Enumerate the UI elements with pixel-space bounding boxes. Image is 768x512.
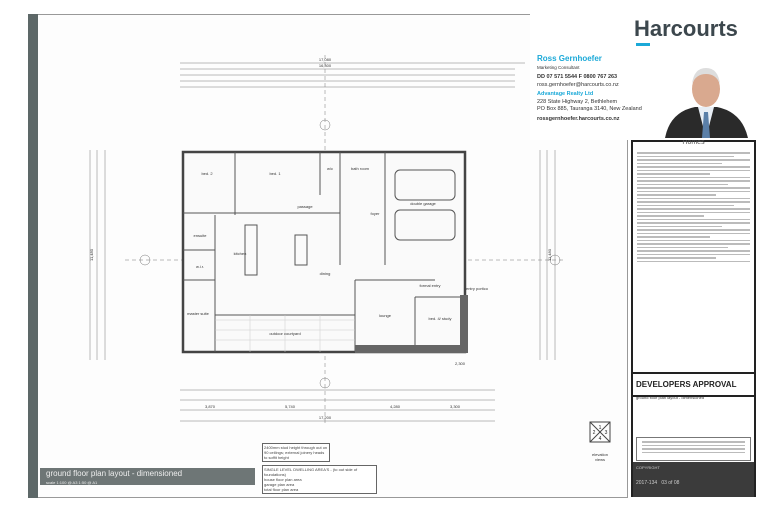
agent-website[interactable]: rossgernhoefer.harcourts.co.nz <box>537 116 620 122</box>
dim-bottom-seg: 4,280 <box>390 404 401 409</box>
room-label: lounge <box>379 313 392 318</box>
room-label: w/c <box>327 166 333 171</box>
copyright-block: COPYRIGHT 2017-134 03 of 08 <box>633 462 754 497</box>
dim-top-inner: 16,300 <box>319 63 332 68</box>
drawing-title: ground floor plan layout - dimensioned <box>46 469 183 478</box>
room-label: double garage <box>410 201 436 206</box>
address-line-1: 228 State Highway 2, Bethlehem <box>537 99 618 105</box>
room-label: outdoor courtyard <box>269 331 300 336</box>
room-label: passage <box>297 204 313 209</box>
dim-side-right: 11,480 <box>547 248 552 261</box>
dim-top-overall: 17,080 <box>319 57 332 62</box>
sheet-contents: ground floor plan layout - dimensioned <box>636 395 705 400</box>
svg-text:2: 2 <box>593 430 596 436</box>
svg-text:1: 1 <box>599 425 602 431</box>
dim-side-left: 11,480 <box>89 248 94 261</box>
agent-name: Ross Gernhoefer <box>537 54 602 63</box>
specification-notes <box>633 152 754 262</box>
room-label: kitchen <box>234 251 247 256</box>
company-name: Advantage Realty Ltd <box>537 91 594 97</box>
elevation-marker-icon: 12 34 <box>589 421 611 443</box>
room-label: w.i.r. <box>196 264 204 269</box>
room-label: dining <box>320 271 331 276</box>
dim-bottom-seg: 3,300 <box>450 404 461 409</box>
sheet-number: 03 of 08 <box>661 480 680 486</box>
room-label: bath room <box>351 166 370 171</box>
room-label: bed. 2 <box>201 171 213 176</box>
elevation-label: elevation views <box>591 452 608 462</box>
area-row: house floor plan area <box>264 477 302 482</box>
sheet-border-bar <box>28 14 38 498</box>
business-card: Harcourts Ross Gernhoefer Marketing Cons… <box>530 10 768 140</box>
area-row: garage plan area <box>264 482 295 487</box>
agent-role: Marketing Consultant <box>537 65 580 70</box>
drawing-title-bar: ground floor plan layout - dimensioned s… <box>40 468 255 485</box>
dim-bottom-seg: 3,870 <box>205 404 216 409</box>
svg-text:4: 4 <box>599 436 602 442</box>
room-label: bed. 4/ study <box>429 316 452 321</box>
dim-entry: 2,300 <box>455 361 466 366</box>
room-label: foyer <box>371 211 381 216</box>
dim-bottom-seg: 5,740 <box>285 404 296 409</box>
svg-text:3: 3 <box>605 430 608 436</box>
agent-photo <box>660 62 752 138</box>
agent-phones: DD 07 571 5544 F 0800 767 263 <box>537 74 618 80</box>
logo-underline <box>636 43 650 46</box>
areas-table: SINGLE LEVEL DWELLING AREA'S - (to out s… <box>262 465 377 494</box>
agent-email[interactable]: ross.gernhoefer@harcourts.co.nz <box>537 82 619 88</box>
ceiling-note: 2400mm stud height through out on 90 cei… <box>262 443 330 462</box>
room-label: ensuite <box>194 233 208 238</box>
copyright-label: COPYRIGHT <box>636 465 660 470</box>
floor-plan: 17,080 16,300 17,200 3,870 5,740 4,280 3… <box>89 55 565 425</box>
room-label: master suite <box>187 311 210 316</box>
panel-header: Homes <box>682 139 705 146</box>
area-row: total floor plan area <box>264 487 299 492</box>
room-label: formal entry <box>419 283 440 288</box>
status-label: DEVELOPERS APPROVAL <box>633 372 754 397</box>
drawing-scale: scale 1:100 @ A3 1:50 @ A1 <box>46 480 98 485</box>
room-label: entry portico <box>466 286 489 291</box>
areas-title: SINGLE LEVEL DWELLING AREA'S - (to out s… <box>264 467 358 477</box>
job-number: 2017-134 <box>636 480 658 486</box>
room-label: bed. 1 <box>269 171 281 176</box>
title-block: Homes DEVELOPERS APPROVAL ground floor p… <box>631 139 756 497</box>
revision-table <box>636 437 751 461</box>
dim-bottom-overall: 17,200 <box>319 415 332 420</box>
harcourts-logo: Harcourts <box>634 16 738 41</box>
address-line-2: PO Box 885, Tauranga 3140, New Zealand <box>537 106 642 112</box>
